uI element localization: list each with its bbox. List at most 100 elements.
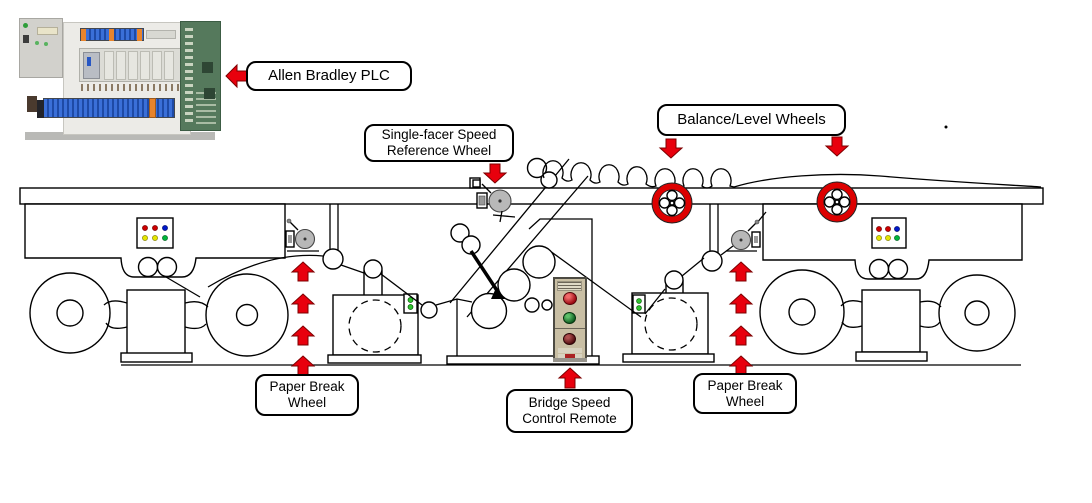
- button-panel-left: [136, 217, 174, 249]
- cabinet-switch: [23, 35, 29, 43]
- callout-allen-bradley-plc: Allen Bradley PLC: [246, 61, 412, 91]
- cpu-stripe: [87, 57, 91, 66]
- callout-text: Balance/Level Wheels: [677, 111, 826, 129]
- roller: [156, 256, 178, 278]
- left-arrow-icon: [225, 63, 249, 89]
- paper-break-wheel-right: [726, 219, 761, 252]
- pcb-chip: [202, 62, 213, 73]
- remote-green-button: [563, 312, 576, 324]
- plc-photo: [13, 8, 223, 140]
- single-facer: [446, 157, 600, 365]
- balance-wheel-right: [816, 181, 858, 223]
- plc-base-shadow: [25, 132, 215, 140]
- callout-text: Reference Wheel: [386, 143, 492, 158]
- status-led: [636, 305, 642, 311]
- plc-connector: [146, 30, 176, 39]
- cabinet-led-icon: [23, 23, 28, 28]
- io-module: [128, 51, 138, 80]
- up-arrow-icon: [290, 355, 316, 376]
- up-arrow-icon: [557, 367, 583, 389]
- terminal-divider: [81, 29, 86, 41]
- roller: [137, 256, 159, 278]
- preheater-right: [622, 250, 723, 363]
- remote-label: [557, 281, 582, 291]
- callout-balance-level-wheels: Balance/Level Wheels: [657, 104, 846, 136]
- speed-reference-wheel: [469, 177, 516, 223]
- down-arrow-icon: [824, 136, 850, 157]
- io-module: [164, 51, 174, 80]
- remote-label: [558, 354, 582, 359]
- pcb-components: [185, 28, 193, 126]
- down-arrow-icon: [658, 138, 684, 159]
- stray-dot: [944, 125, 948, 129]
- up-arrow-icon: [290, 325, 316, 346]
- callout-bridge-speed-control-remote: Bridge Speed Control Remote: [506, 389, 633, 433]
- io-module: [104, 51, 114, 80]
- status-led: [407, 304, 414, 310]
- plc-pcb-card: [180, 21, 221, 131]
- bridge-beam: [19, 187, 1044, 205]
- up-arrow-icon: [290, 261, 316, 282]
- pcb-chip: [204, 88, 215, 99]
- paper-roll: [29, 272, 111, 354]
- roll-stand-right: [840, 289, 942, 362]
- status-led: [407, 297, 414, 303]
- paper-web-path: [165, 211, 767, 318]
- callout-text: Control Remote: [522, 411, 617, 426]
- plc-component: [27, 96, 37, 112]
- cabinet-led-icon: [44, 42, 48, 46]
- callout-text: Wheel: [287, 395, 327, 410]
- remote-maroon-button: [563, 333, 576, 345]
- callout-single-facer-speed-reference-wheel: Single-facer Speed Reference Wheel: [364, 124, 514, 162]
- remote-base: [553, 358, 587, 362]
- paper-break-wheel-left: [285, 218, 344, 270]
- remote-divider: [555, 328, 585, 329]
- roller: [868, 258, 890, 280]
- paper-roll: [205, 273, 289, 357]
- plc-terminal-strip-top: [80, 28, 144, 41]
- callout-paper-break-wheel-left: Paper Break Wheel: [255, 374, 359, 416]
- button-panel-right: [871, 217, 907, 249]
- remote-label: [558, 348, 582, 353]
- callout-text: Paper Break: [269, 379, 345, 395]
- paper-roll: [938, 274, 1016, 352]
- io-module: [116, 51, 126, 80]
- up-arrow-icon: [728, 325, 754, 346]
- down-arrow-icon: [482, 163, 508, 184]
- callout-text: Single-facer Speed: [381, 127, 497, 143]
- plc-component: [37, 100, 44, 118]
- pcb-components: [196, 92, 216, 126]
- cabinet-label: [37, 27, 58, 35]
- terminal-divider: [149, 98, 156, 118]
- io-module: [140, 51, 150, 80]
- up-arrow-icon: [728, 261, 754, 282]
- balance-wheel-left: [651, 182, 693, 224]
- plc-cabinet: [19, 18, 63, 78]
- status-led: [636, 298, 642, 304]
- callout-text: Allen Bradley PLC: [268, 67, 390, 85]
- callout-text: Wheel: [725, 393, 765, 409]
- roll-stand-left: [103, 289, 209, 363]
- plc-rack: [79, 48, 181, 82]
- callout-text: Paper Break: [707, 377, 783, 393]
- callout-text: Bridge Speed: [528, 395, 611, 411]
- io-module: [152, 51, 162, 80]
- callout-paper-break-wheel-right: Paper Break Wheel: [693, 373, 797, 414]
- remote-red-button: [563, 292, 577, 305]
- arrow-group: [225, 63, 850, 389]
- support-column-right: [709, 204, 719, 257]
- bridge-remote-photo: [553, 277, 587, 362]
- support-column-left: [329, 204, 339, 250]
- plc-wiring: [81, 84, 179, 91]
- pressure-arm: [469, 250, 500, 293]
- paper-roll: [759, 269, 845, 355]
- pressure-arm-tip: [491, 288, 505, 299]
- cabinet-led-icon: [35, 41, 39, 45]
- terminal-divider: [109, 29, 114, 41]
- up-arrow-icon: [728, 293, 754, 314]
- up-arrow-icon: [290, 293, 316, 314]
- festoon-paper-path: [542, 160, 1042, 189]
- roller: [887, 258, 909, 280]
